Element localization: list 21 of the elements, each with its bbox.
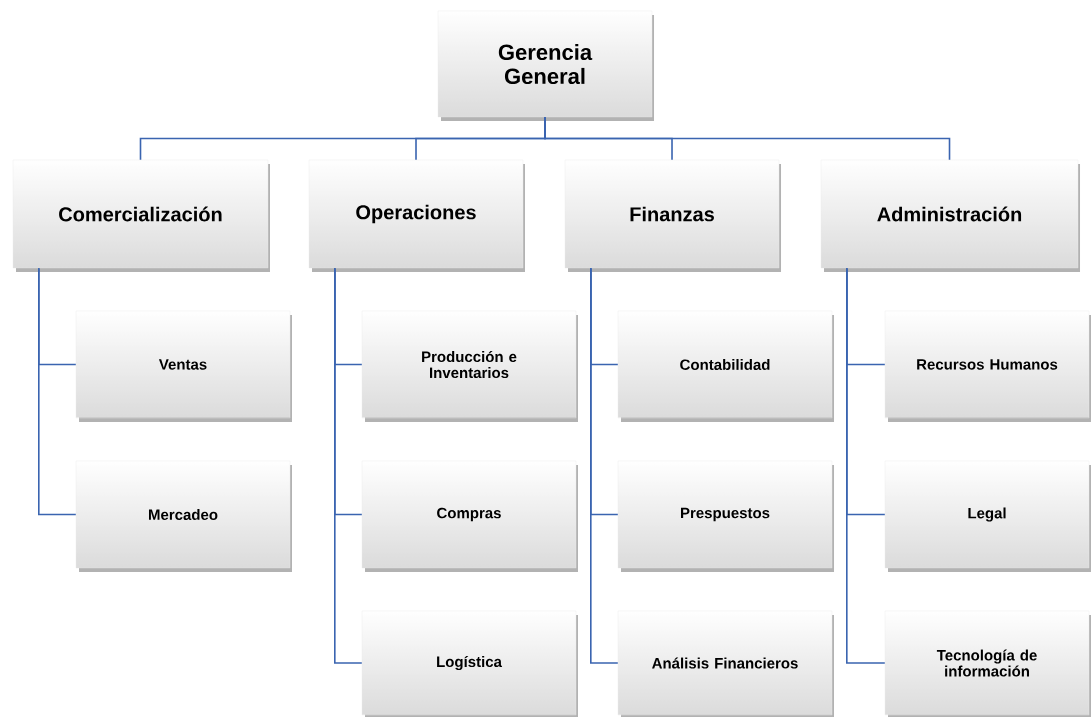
org-box: Comercialización xyxy=(12,159,270,272)
org-box: Contabilidad xyxy=(617,310,834,422)
org-box: Administración xyxy=(820,159,1080,272)
connector-line xyxy=(544,116,951,161)
org-box: Análisis Financieros xyxy=(617,610,834,717)
org-box: Logística xyxy=(361,610,578,717)
connector-line xyxy=(334,267,363,664)
connector-line xyxy=(38,267,77,516)
org-box: Legal xyxy=(884,460,1091,572)
org-box: Mercadeo xyxy=(75,460,292,572)
org-box: Operaciones xyxy=(308,159,525,272)
org-box: Gerencia General xyxy=(437,10,654,121)
org-box: Ventas xyxy=(75,310,292,422)
org-box: Finanzas xyxy=(564,159,781,272)
org-box: Tecnología de información xyxy=(884,610,1091,717)
org-box: Producción e Inventarios xyxy=(361,310,578,422)
org-box: Prespuestos xyxy=(617,460,834,572)
org-box: Recursos Humanos xyxy=(884,310,1091,422)
connector-line xyxy=(590,267,619,664)
connector-line xyxy=(846,267,886,664)
org-box: Compras xyxy=(361,460,578,572)
